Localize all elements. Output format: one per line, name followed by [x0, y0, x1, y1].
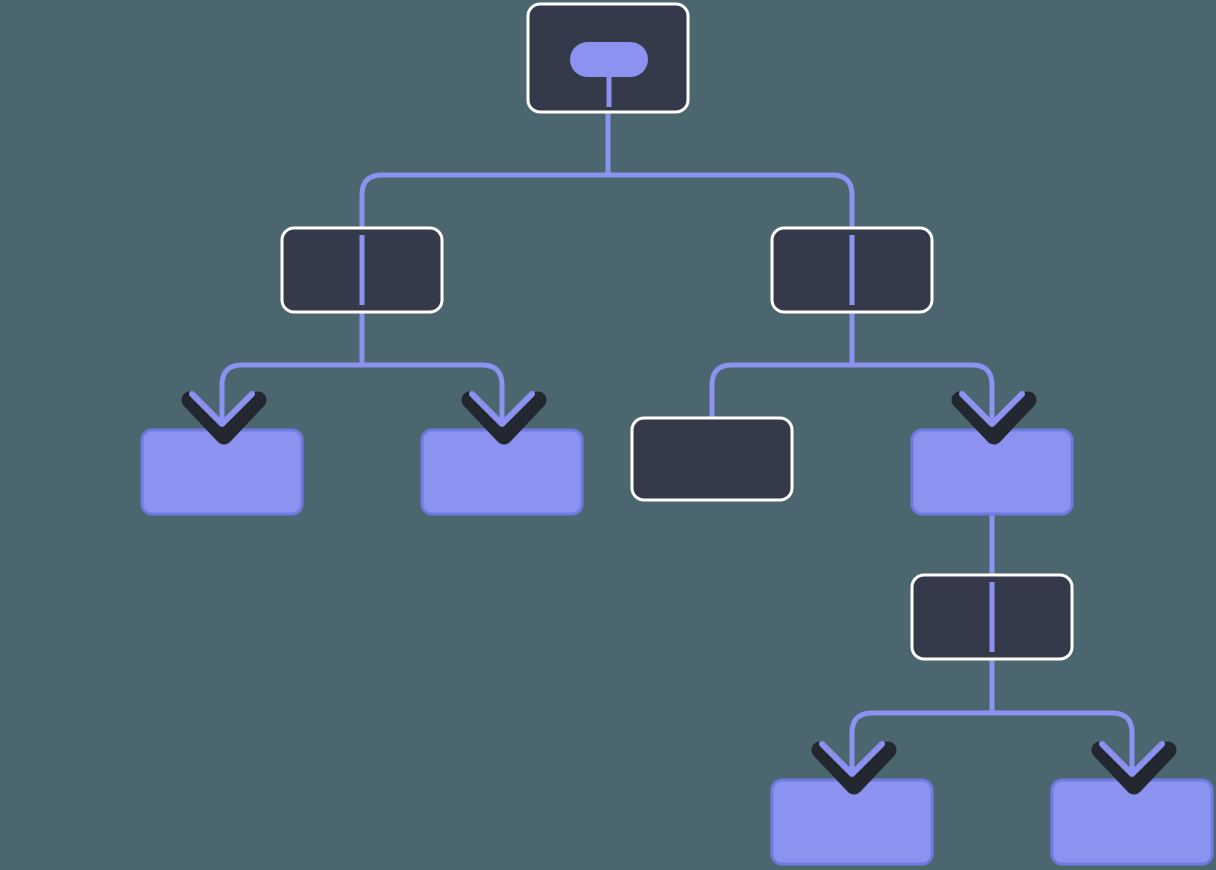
arrowhead-chevron	[959, 391, 1025, 427]
arrowheads-layer	[181, 391, 1177, 795]
arrowhead-down-icon	[811, 741, 897, 795]
arrowhead-shadow	[1091, 741, 1177, 795]
arrowhead-shadow	[181, 391, 267, 445]
arrowhead-chevron	[189, 391, 255, 427]
edge-branch-right-to-terminal-dark	[709, 312, 855, 418]
arrowhead-chevron	[469, 391, 535, 427]
edges-overlay-layer	[359, 42, 995, 652]
arrowhead-down-icon	[181, 391, 267, 445]
arrowhead-down-icon	[951, 391, 1037, 445]
edge-branch-lower-to-leaf-5	[989, 659, 1135, 780]
edge-branch-left-to-leaf-1	[219, 312, 365, 430]
arrowhead-shadow	[461, 391, 547, 445]
arrowhead-shadow	[951, 391, 1037, 445]
arrowhead-chevron	[819, 741, 885, 777]
edge-root-to-branch-right	[605, 112, 855, 312]
nodes-layer	[140, 2, 1214, 866]
arrowhead-down-icon	[1091, 741, 1177, 795]
edges-layer	[219, 112, 1135, 780]
arrowhead-chevron	[1099, 741, 1165, 777]
root-pill-icon	[570, 42, 648, 77]
edge-branch-left-to-leaf-2	[359, 312, 505, 430]
arrowhead-shadow	[811, 741, 897, 795]
edge-root-to-branch-left	[359, 112, 611, 312]
edge-branch-lower-to-leaf-4	[849, 659, 995, 780]
terminal-dark-node[interactable]	[630, 416, 794, 502]
arrowhead-down-icon	[461, 391, 547, 445]
node-shape	[630, 416, 794, 502]
edge-branch-right-to-leaf-3	[849, 312, 995, 430]
